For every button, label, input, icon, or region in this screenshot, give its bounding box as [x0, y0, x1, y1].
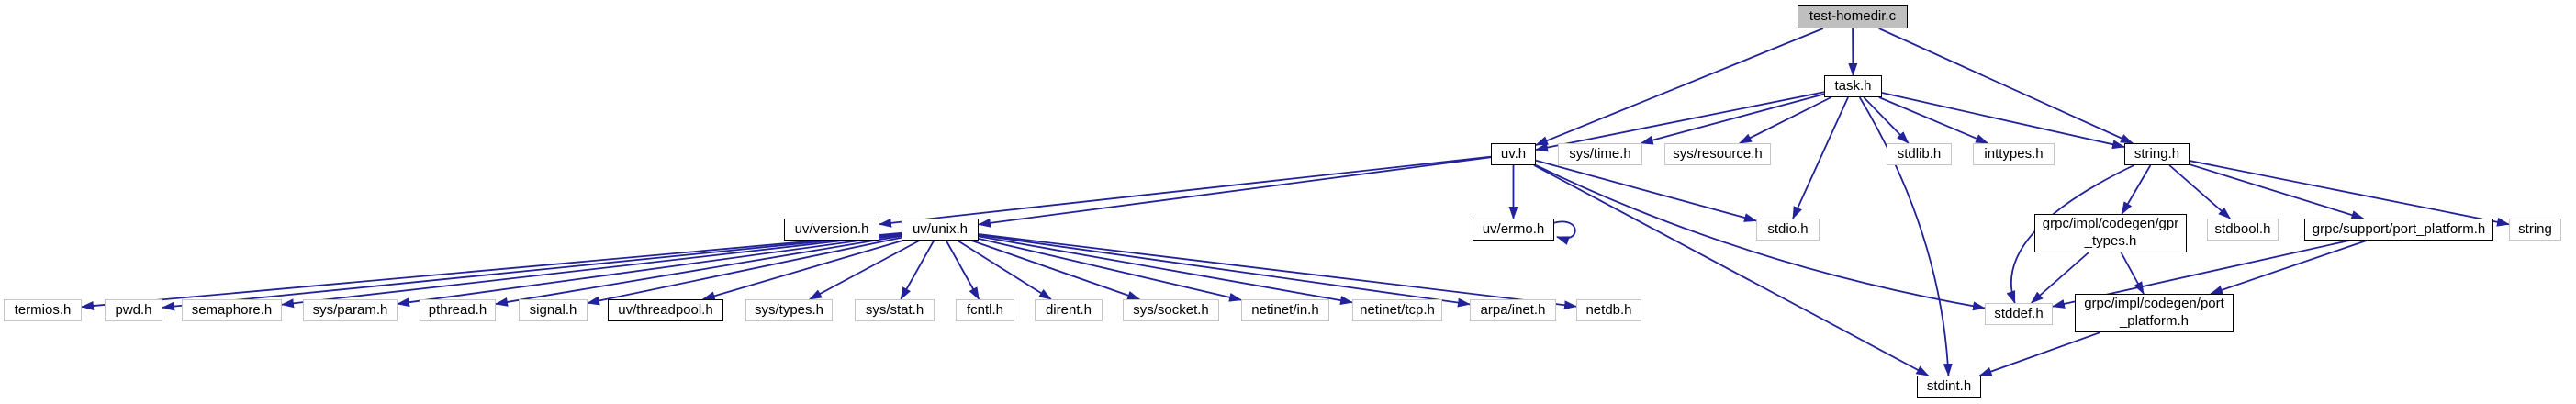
edge-supportpp-codegenpp: [2210, 240, 2368, 295]
node-stdio: stdio.h: [1756, 219, 1820, 241]
edge-unix-netinetin: [978, 237, 1242, 302]
edge-string_h-gprtypes: [2121, 164, 2152, 215]
node-sysresource: sys/resource.h: [1664, 143, 1771, 165]
node-string_h[interactable]: string.h: [2124, 143, 2190, 165]
node-stdint[interactable]: stdint.h: [1917, 376, 1981, 398]
edge-unix-netinettcp: [978, 235, 1353, 306]
edge-unix-syssocket: [971, 240, 1141, 300]
node-supportpp[interactable]: grpc/support/port_platform.h: [2304, 219, 2493, 241]
node-signal: signal.h: [519, 299, 588, 321]
edge-unix-netdb: [978, 233, 1577, 310]
edge-task-stdlib: [1863, 96, 1910, 144]
edge-unix-sysparam: [397, 233, 902, 308]
node-systypes: sys/types.h: [745, 299, 833, 321]
node-uv[interactable]: uv.h: [1491, 143, 1536, 165]
node-errno[interactable]: uv/errno.h: [1473, 219, 1554, 241]
edge-task-string_h: [1881, 92, 2125, 150]
node-root: test-homedir.c: [1798, 5, 1908, 28]
edge-unix-pthread: [495, 235, 902, 307]
edge-unix-pwd: [162, 232, 902, 311]
edge-uv-stddef: [1535, 164, 1986, 311]
edge-uv-stdint: [1533, 164, 1930, 376]
node-unix[interactable]: uv/unix.h: [902, 219, 979, 241]
edge-string_h-stddef: [2006, 164, 2134, 304]
node-arpainet: arpa/inet.h: [1470, 299, 1556, 321]
node-syssocket: sys/socket.h: [1123, 299, 1219, 321]
node-threadpool[interactable]: uv/threadpool.h: [608, 299, 723, 321]
edge-codegenpp-stdint: [1978, 331, 2101, 376]
node-stdbool: stdbool.h: [2207, 219, 2279, 241]
edge-unix-semaphore: [281, 232, 902, 309]
edge-uv-version: [879, 155, 1492, 228]
node-stringn: string: [2509, 219, 2561, 241]
edge-unix-signal: [587, 236, 902, 306]
edge-string_h-stringn: [2189, 160, 2510, 227]
edge-errno-errno: [1552, 220, 1576, 245]
edge-task-uv: [1535, 91, 1825, 152]
edge-unix-threadpool: [701, 240, 903, 301]
node-dirent: dirent.h: [1035, 299, 1103, 321]
node-pwd: pwd.h: [105, 299, 162, 321]
node-sysparam: sys/param.h: [303, 299, 398, 321]
node-task[interactable]: task.h: [1824, 75, 1882, 97]
edge-task-systime: [1640, 93, 1825, 145]
edge-unix-sysstat: [900, 240, 935, 300]
edge-unix-termios: [81, 231, 902, 310]
edge-unix-dirent: [957, 240, 1052, 300]
node-codegenpp[interactable]: grpc/impl/codegen/port _platform.h: [2075, 294, 2234, 332]
edge-root-uv: [1535, 28, 1824, 146]
node-semaphore: semaphore.h: [182, 299, 282, 321]
edge-unix-fcntl: [945, 240, 980, 300]
node-inttypes: inttypes.h: [1973, 143, 2055, 165]
edge-task-stdint: [1858, 96, 1953, 376]
edge-task-sysresource: [1739, 96, 1831, 144]
edge-uv-unix: [978, 156, 1492, 228]
edge-string_h-supportpp: [2189, 163, 2365, 219]
node-systime: sys/time.h: [1558, 143, 1642, 165]
node-stddef: stddef.h: [1985, 303, 2053, 325]
node-version[interactable]: uv/version.h: [784, 219, 879, 241]
node-netdb: netdb.h: [1576, 299, 1641, 321]
node-gprtypes[interactable]: grpc/impl/codegen/gpr _types.h: [2034, 214, 2187, 252]
edge-unix-arpainet: [978, 234, 1471, 308]
edge-task-stdio: [1792, 96, 1849, 219]
node-sysstat: sys/stat.h: [855, 299, 935, 321]
node-pthread: pthread.h: [420, 299, 496, 321]
edge-unix-systypes: [809, 240, 920, 300]
node-netinetin: netinet/in.h: [1241, 299, 1329, 321]
edge-uv-stdio: [1535, 159, 1757, 222]
edge-task-inttypes: [1878, 96, 1989, 144]
edge-string_h-stdbool: [2168, 164, 2232, 219]
node-stdlib: stdlib.h: [1887, 143, 1952, 165]
node-termios: termios.h: [4, 299, 82, 321]
node-netinettcp: netinet/tcp.h: [1352, 299, 1442, 321]
edge-root-string_h: [1878, 28, 2134, 144]
edge-gprtypes-stddef: [2030, 252, 2089, 304]
node-fcntl: fcntl.h: [956, 299, 1014, 321]
